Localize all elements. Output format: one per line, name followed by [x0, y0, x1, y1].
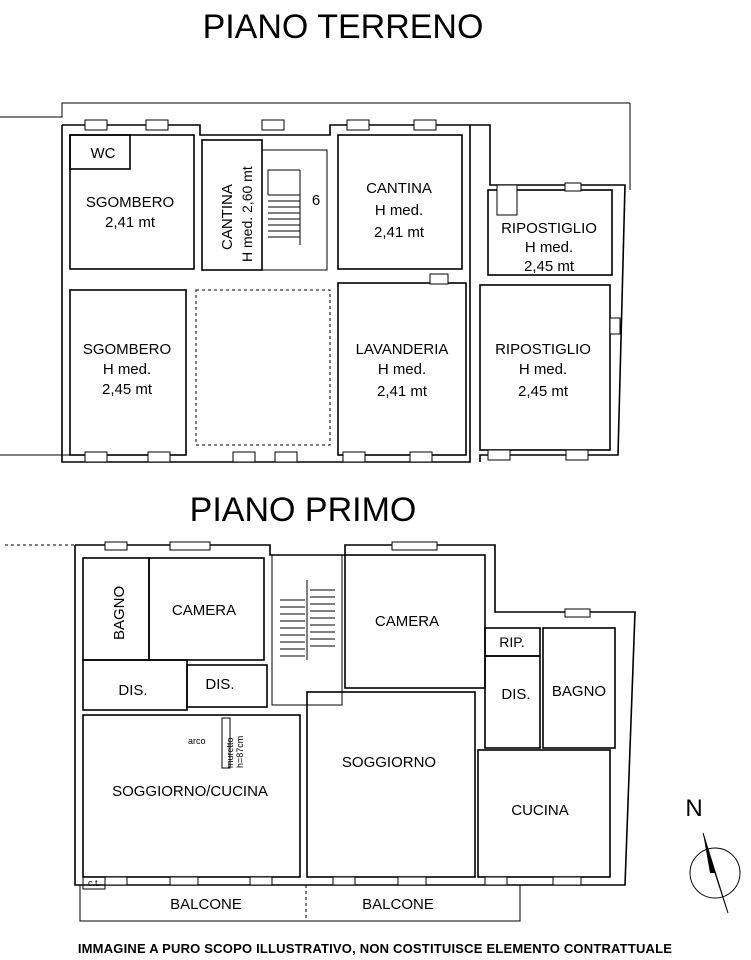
- ripostiglio-1-room: [487, 189, 613, 276]
- dis-1-label: DIS.: [118, 682, 147, 699]
- muretto-height: h=87cm: [235, 736, 245, 768]
- camera-right-label: CAMERA: [375, 613, 439, 630]
- ground-floor-boundary-top: [0, 102, 630, 118]
- ripostiglio-2-label: RIPOSTIGLIO: [495, 341, 591, 358]
- lavanderia-label: LAVANDERIA: [356, 341, 449, 358]
- sgombero-1-label: SGOMBERO: [86, 194, 174, 211]
- sgombero-2-room: [69, 289, 187, 456]
- lavanderia-room: [337, 282, 467, 456]
- wc-label: WC: [91, 145, 116, 162]
- ripostiglio-1-height-label: H med.: [525, 239, 573, 256]
- compass-needle-fill: [703, 833, 715, 873]
- muretto-label: muretto: [225, 737, 235, 768]
- stair-number: 6: [312, 192, 320, 209]
- dis-2-area: [186, 664, 268, 708]
- balcone-right-label: BALCONE: [362, 896, 434, 913]
- ground-floor-right-wing-wall: [470, 124, 626, 462]
- muretto-wall: [221, 717, 231, 769]
- soggiorno-label: SOGGIORNO: [342, 754, 436, 771]
- lavanderia-height: 2,41 mt: [377, 383, 428, 400]
- bagno-right-room: [542, 627, 616, 749]
- ripostiglio-2-room: [479, 284, 611, 451]
- first-stair-steps: [280, 580, 335, 660]
- north-label: N: [685, 795, 702, 822]
- rip-label: RIP.: [499, 634, 524, 650]
- balcony-outline: [79, 884, 521, 922]
- bagno-right-label: BAGNO: [552, 683, 606, 700]
- sgombero-2-height-label: H med.: [103, 361, 151, 378]
- sgombero-1-room: [69, 134, 195, 270]
- soggiorno-cucina-label: SOGGIORNO/CUCINA: [112, 783, 268, 800]
- ground-floor-outer-wall: [61, 125, 471, 463]
- camera-left-room: [148, 557, 265, 661]
- ground-floor-plan: WC SGOMBERO 2,41 mt CANTINA H med. 2,60 …: [0, 102, 631, 463]
- cucina-label: CUCINA: [511, 802, 569, 819]
- ripostiglio-1-height: 2,45 mt: [524, 258, 575, 275]
- compass-circle: [689, 847, 741, 899]
- cucina-room: [477, 749, 611, 878]
- camera-left-label: CAMERA: [172, 602, 236, 619]
- ripostiglio-2-height-label: H med.: [519, 361, 567, 378]
- north-compass: N: [685, 795, 741, 914]
- cantina-right-room: [337, 134, 463, 270]
- lavanderia-height-label: H med.: [378, 361, 426, 378]
- central-hall: [195, 289, 331, 446]
- compass-needle: [702, 832, 729, 914]
- ripostiglio-1-label: RIPOSTIGLIO: [501, 220, 597, 237]
- first-floor-title: PIANO PRIMO: [190, 491, 417, 529]
- sgombero-2-height: 2,45 mt: [102, 381, 153, 398]
- soggiorno-room: [306, 691, 476, 878]
- ground-stair-block: [261, 149, 328, 271]
- sgombero-1-height: 2,41 mt: [105, 214, 156, 231]
- cantina-stair-height: H med. 2,60 mt: [239, 166, 255, 262]
- disclaimer-text: IMMAGINE A PURO SCOPO ILLUSTRATIVO, NON …: [78, 941, 672, 956]
- dis-3-label: DIS.: [501, 686, 530, 703]
- cantina-right-label: CANTINA: [366, 180, 432, 197]
- ct-label: c.t.: [88, 878, 100, 888]
- camera-right-room: [344, 554, 486, 689]
- balcone-left-label: BALCONE: [170, 896, 242, 913]
- sgombero-2-label: SGOMBERO: [83, 341, 171, 358]
- cantina-right-height: 2,41 mt: [374, 224, 425, 241]
- first-floor-plan: BAGNO CAMERA DIS. DIS. arco muretto h=87…: [5, 541, 636, 922]
- dis-2-label: DIS.: [205, 676, 234, 693]
- ripostiglio-2-height: 2,45 mt: [518, 383, 569, 400]
- cantina-right-height-label: H med.: [375, 202, 423, 219]
- first-floor-windows: [104, 541, 591, 886]
- ground-stair-steps: [267, 169, 301, 245]
- ground-floor-windows: [84, 119, 621, 463]
- bagno-left-label: BAGNO: [111, 586, 128, 640]
- ground-floor-title: PIANO TERRENO: [203, 8, 484, 46]
- cantina-stair-label: CANTINA: [219, 184, 236, 250]
- dis-3-area: [484, 655, 541, 749]
- arco-label: arco: [188, 736, 206, 746]
